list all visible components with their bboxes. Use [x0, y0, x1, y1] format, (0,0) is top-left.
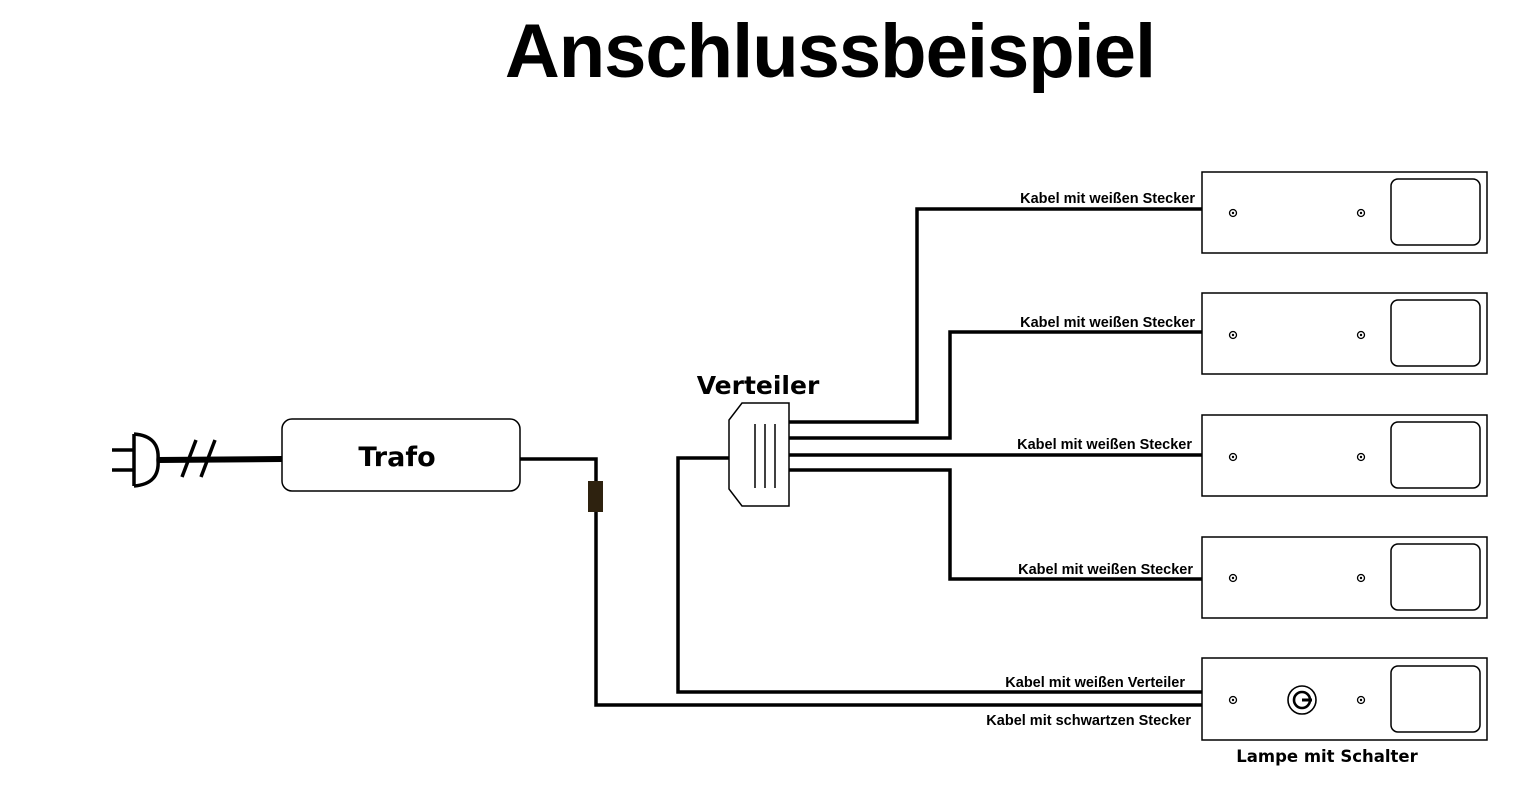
cable-label-4: Kabel mit weißen Stecker — [1018, 562, 1193, 578]
lamp-2 — [1201, 292, 1488, 375]
lamp-1 — [1201, 171, 1488, 254]
cable-label-2: Kabel mit weißen Stecker — [1020, 315, 1195, 331]
power-plug-icon — [112, 432, 160, 488]
cable-label-1: Kabel mit weißen Stecker — [1020, 191, 1195, 207]
lamp-with-switch-label: Lampe mit Schalter — [1236, 747, 1418, 766]
distributor-feed-wire — [676, 456, 1202, 694]
cable-label-5: Kabel mit weißen Verteiler — [1005, 675, 1185, 691]
distributor-output-wires — [789, 207, 1202, 581]
inline-connector — [588, 481, 603, 512]
mains-cable — [157, 439, 283, 478]
page-title: Anschlussbeispiel — [504, 9, 1156, 94]
lamp-4 — [1201, 536, 1488, 619]
trafo-label: Trafo — [358, 442, 435, 473]
trafo-box: Trafo — [281, 418, 521, 492]
verteiler-label: Verteiler — [697, 371, 820, 400]
lamp-with-switch: Lampe mit Schalter — [1201, 657, 1488, 766]
lamp-3 — [1201, 414, 1488, 497]
switch-icon — [1287, 685, 1317, 715]
verteiler-distributor: Verteiler — [697, 371, 820, 507]
trafo-output-wire — [520, 457, 1202, 707]
cable-label-6: Kabel mit schwartzen Stecker — [986, 713, 1191, 729]
cable-label-3: Kabel mit weißen Stecker — [1017, 437, 1192, 453]
